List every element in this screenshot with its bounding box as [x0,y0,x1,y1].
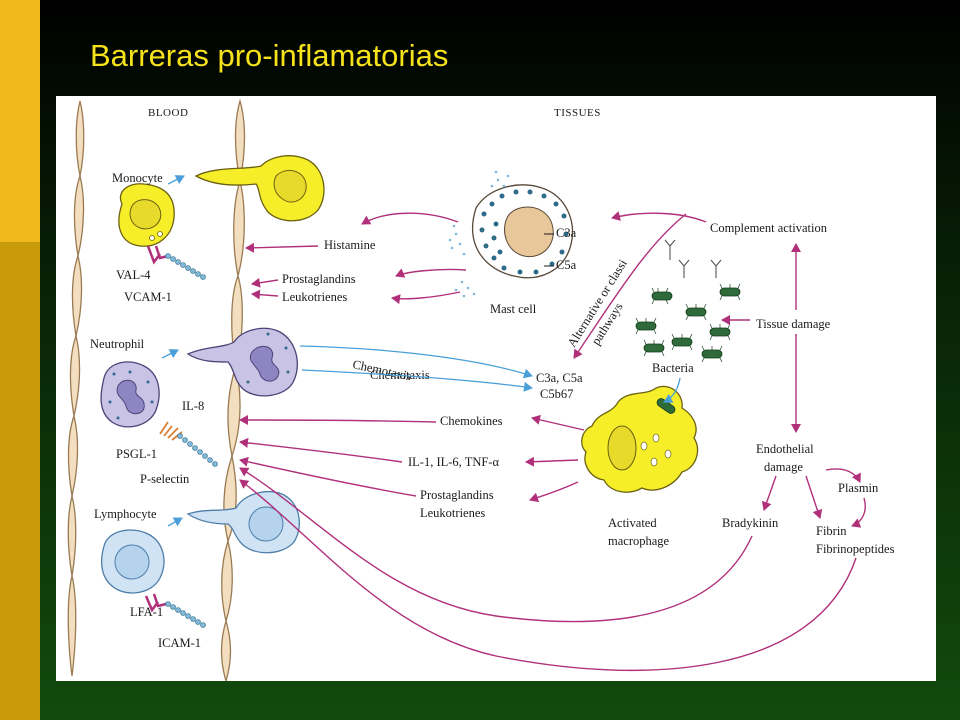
prostaglandins-2-label: Prostaglandins [420,488,494,502]
fibrinopeptides-label: Fibrinopeptides [816,542,895,556]
monocyte-cell [118,183,175,247]
side-bar-bottom [0,242,40,720]
bacteria-label: Bacteria [652,361,694,375]
activated-macrophage-label-line2: macrophage [608,534,670,548]
c3a-label: C3a [556,226,577,240]
bacteria-cluster [635,287,741,359]
val4-receptor [146,245,169,265]
lymphocyte-cell [100,529,165,594]
side-bar-top [0,0,40,242]
monocyte-extravasating [194,155,325,222]
pselectin-label: P-selectin [140,472,190,486]
complement-activation-label: Complement activation [710,221,828,235]
arrow-chemotaxis-1 [299,345,533,379]
icam1-molecule [165,601,206,628]
bradykinin-label: Bradykinin [722,516,779,530]
arrow-mast-to-leukotrienes [391,291,461,305]
arrow-prostaglandins-to-blood [239,456,417,497]
mast-cell-degranulation [448,170,510,298]
lfa1-label: LFA-1 [130,605,163,619]
arrow-prostaglandins [251,277,279,288]
lymphocyte-extravasating [186,491,300,554]
side-bar [0,0,40,720]
leukotrienes-label: Leukotrienes [282,290,347,304]
arrow-macrophage-to-il [525,456,579,467]
lymphocyte-label: Lymphocyte [94,507,157,521]
arrow-fibrinopeptides-to-blood [239,479,857,671]
tissues-header: TISSUES [554,107,601,119]
figure-svg: BLOOD TISSUES Monocyte VAL-4 VCAM-1 Neut… [67,98,895,681]
arrow-macrophage-to-prostaglandins [529,481,579,503]
icam1-label: ICAM-1 [158,636,201,650]
arrow-chemotaxis-2 [301,369,533,392]
activated-macrophage [581,385,699,493]
il-group-label: IL-1, IL-6, TNF-α [408,455,499,469]
monocyte-arrow [167,175,185,185]
il8-label: IL-8 [182,399,204,413]
arrow-endothelial-to-fibrin [805,475,823,519]
arrow-bacteria-to-macrophage [663,377,681,403]
vessel-wall-left [67,100,85,677]
arrow-endothelial-to-plasmin [825,468,861,483]
endothelial-damage-label-line2: damage [764,460,803,474]
blood-header: BLOOD [148,107,188,119]
arrow-bradykinin-to-blood [239,467,753,623]
neutrophil-cell [100,361,160,428]
pselectin-molecule [177,433,218,467]
monocyte-label: Monocyte [112,171,163,185]
slide-title: Barreras pro-inflamatorias [90,38,449,73]
inflammation-figure: BLOOD TISSUES Monocyte VAL-4 VCAM-1 Neut… [56,96,936,681]
vcam1-label: VCAM-1 [124,290,172,304]
arrow-chemokines-to-blood [239,415,437,426]
chemokines-label: Chemokines [440,414,503,428]
endothelial-damage-label-line1: Endothelial [756,442,814,456]
tissue-damage-label: Tissue damage [756,317,831,331]
activated-macrophage-label-line1: Activated [608,516,657,530]
arrow-endothelial-to-bradykinin [761,475,777,511]
neutrophil-arrow [161,349,179,359]
vessel-wall-right [220,98,246,681]
arrow-histamine [245,242,319,253]
lymphocyte-arrow [167,517,183,527]
mast-cell-label: Mast cell [490,302,537,316]
c5b67-label: C5b67 [540,387,573,401]
val4-label: VAL-4 [116,268,151,282]
arrow-complement-to-c3a [611,211,707,223]
magenta-arrows [239,211,866,671]
mast-cell [472,184,574,279]
fibrin-label: Fibrin [816,524,847,538]
arrow-macrophage-to-chemokines [531,414,585,431]
c3a-c5a-label: C3a, C5a [536,371,583,385]
blue-arrows [299,345,681,403]
arrow-plasmin-to-fibrin [851,497,866,528]
arrow-il-to-blood [239,437,403,463]
c5a-label: C5a [556,258,577,272]
neutrophil-label: Neutrophil [90,337,145,351]
arrow-mast-to-prostaglandins [395,268,467,278]
arrow-leukotrienes [251,289,279,300]
arrow-mast-to-top [361,212,459,225]
leukotrienes-2-label: Leukotrienes [420,506,485,520]
prostaglandins-label: Prostaglandins [282,272,356,286]
lfa1-receptor [144,593,167,613]
antibody-icons [664,239,722,278]
plasmin-label: Plasmin [838,481,879,495]
vcam1-molecule [165,253,206,280]
arrow-complement-to-c3a-c5a [573,213,687,359]
histamine-label: Histamine [324,238,376,252]
psgl1-receptor [159,421,183,441]
psgl1-label: PSGL-1 [116,447,157,461]
neutrophil-extravasating [186,327,298,397]
mast-cell-granules [479,189,569,275]
bacteria-pili [635,283,741,363]
